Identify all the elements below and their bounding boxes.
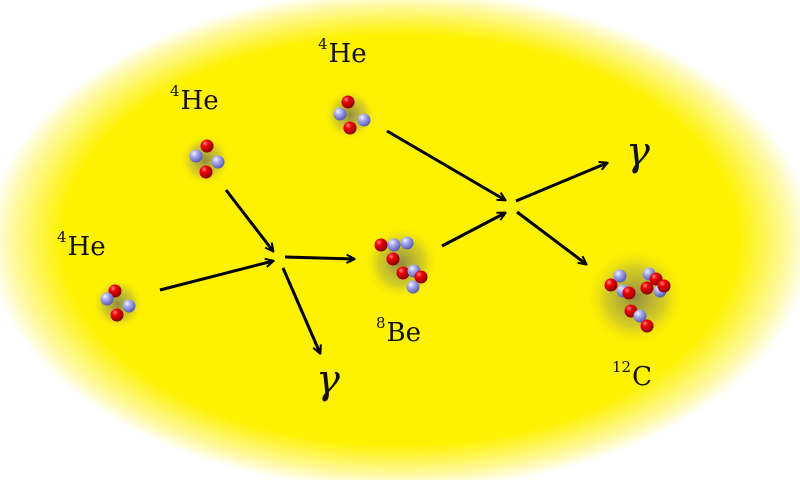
label-beryllium-8: 8Be [376,316,422,348]
mass-number: 12 [612,358,632,376]
nucleus-helium-4-top [324,89,376,141]
mass-number: 4 [57,228,67,246]
arrow-vertex-2-to-carbon-12 [516,210,586,264]
arrow-vertex-2-to-gamma [515,163,607,203]
element-symbol: Be [386,318,422,348]
arrow-he-left-to-vertex-1 [159,261,273,292]
label-carbon-12: 12C [612,360,652,392]
nucleus-carbon-12 [585,247,685,347]
arrow-vertex-1-to-gamma [281,267,320,353]
element-symbol: C [632,362,652,392]
arrow-beryllium-8-to-vertex-2 [441,213,505,248]
mass-number: 8 [376,314,386,332]
element-symbol: He [328,39,367,69]
label-helium-4-middle: 4He [170,84,219,116]
gamma-photon-lower: γ [316,357,340,403]
arrow-he-middle-to-vertex-1 [224,189,273,251]
nucleus-beryllium-8 [363,225,439,301]
nucleus-helium-4-middle [179,134,231,186]
element-symbol: He [180,86,219,116]
arrow-he-top-to-vertex-2 [386,129,505,200]
gamma-photon-upper: γ [626,129,650,175]
label-helium-4-top: 4He [318,37,367,69]
mass-number: 4 [318,35,328,53]
label-helium-4-left: 4He [57,230,106,262]
mass-number: 4 [170,82,180,100]
reaction-arrows [159,129,607,353]
arrow-vertex-1-to-beryllium-8 [284,257,354,259]
element-symbol: He [67,232,106,262]
nucleus-helium-4-left [92,278,144,330]
